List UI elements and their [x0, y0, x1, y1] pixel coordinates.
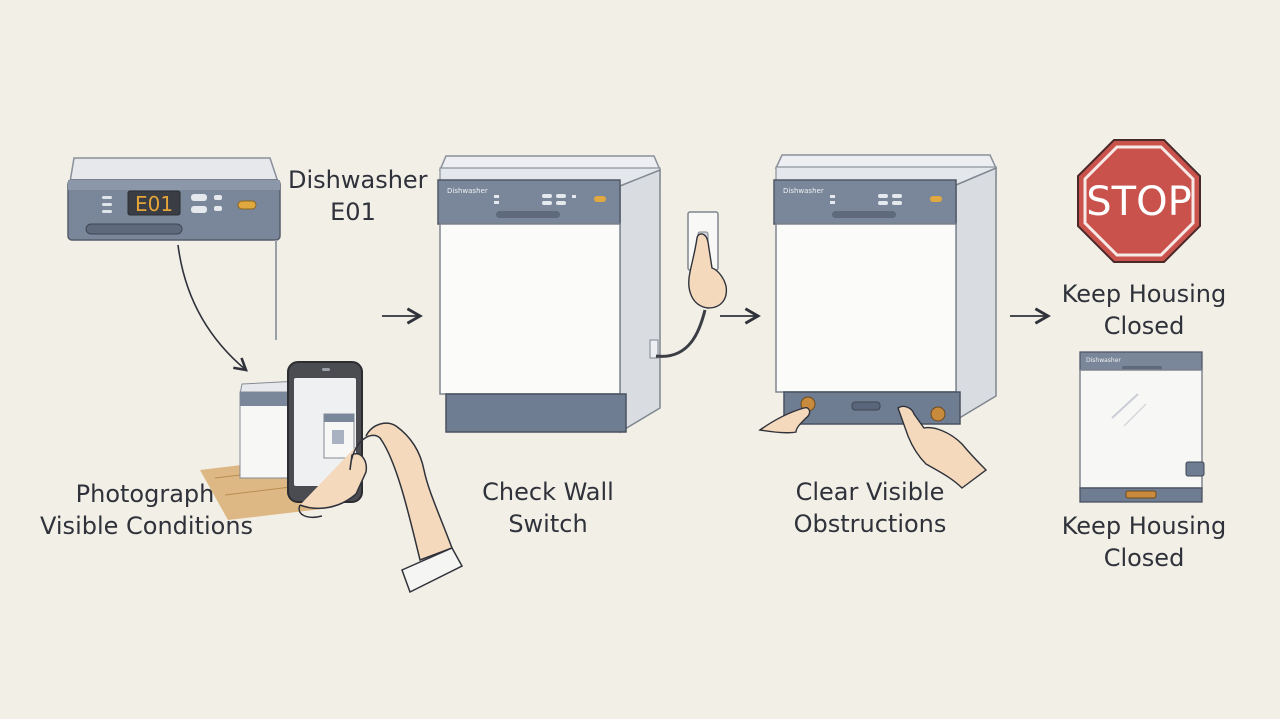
control-panel-closeup: E01: [67, 157, 281, 340]
step-3-line-2: Obstructions: [793, 510, 947, 538]
stop-caption-line-1: Keep Housing: [1061, 280, 1227, 308]
closed-housing-dishwasher: Dishwasher: [1079, 351, 1205, 503]
step-3-line-1: Clear Visible: [795, 478, 945, 506]
stop-sign-text: STOP: [1086, 179, 1191, 225]
curved-arrow-icon: [177, 244, 248, 372]
closed-caption-line-1: Keep Housing: [1061, 512, 1227, 540]
hand-icon: [298, 422, 464, 594]
stop-caption: Keep Housing Closed: [1060, 278, 1228, 342]
step-2-line-2: Switch: [508, 510, 588, 538]
brand-label: Dishwasher: [447, 187, 488, 195]
step-1-line-1: Photograph: [75, 480, 215, 508]
step-1-line-2: Visible Conditions: [40, 512, 254, 540]
step-2-caption: Check Wall Switch: [468, 476, 628, 540]
stop-caption-line-2: Closed: [1103, 312, 1185, 340]
hand-icon: [758, 406, 811, 434]
step-2-line-1: Check Wall: [482, 478, 614, 506]
step-3-caption: Clear Visible Obstructions: [780, 476, 960, 540]
stop-sign-icon: STOP: [1077, 139, 1201, 263]
brand-label: Dishwasher: [783, 187, 824, 195]
brand-label: Dishwasher: [1086, 357, 1121, 364]
title-line-1: Dishwasher: [288, 166, 428, 194]
phone-photo-scene: [200, 361, 464, 594]
closed-caption-line-2: Closed: [1103, 544, 1185, 572]
hand-icon: [897, 405, 988, 489]
dishwasher-step-2: Dishwasher: [437, 155, 728, 434]
diagram-title: Dishwasher E01: [288, 164, 428, 228]
closed-housing-caption: Keep Housing Closed: [1060, 510, 1228, 574]
step-1-caption: Photograph Visible Conditions: [40, 478, 254, 542]
title-line-2: E01: [330, 198, 376, 226]
hand-icon: [688, 233, 728, 309]
dishwasher-step-3: Dishwasher: [758, 154, 998, 489]
error-code-display: E01: [135, 192, 173, 216]
